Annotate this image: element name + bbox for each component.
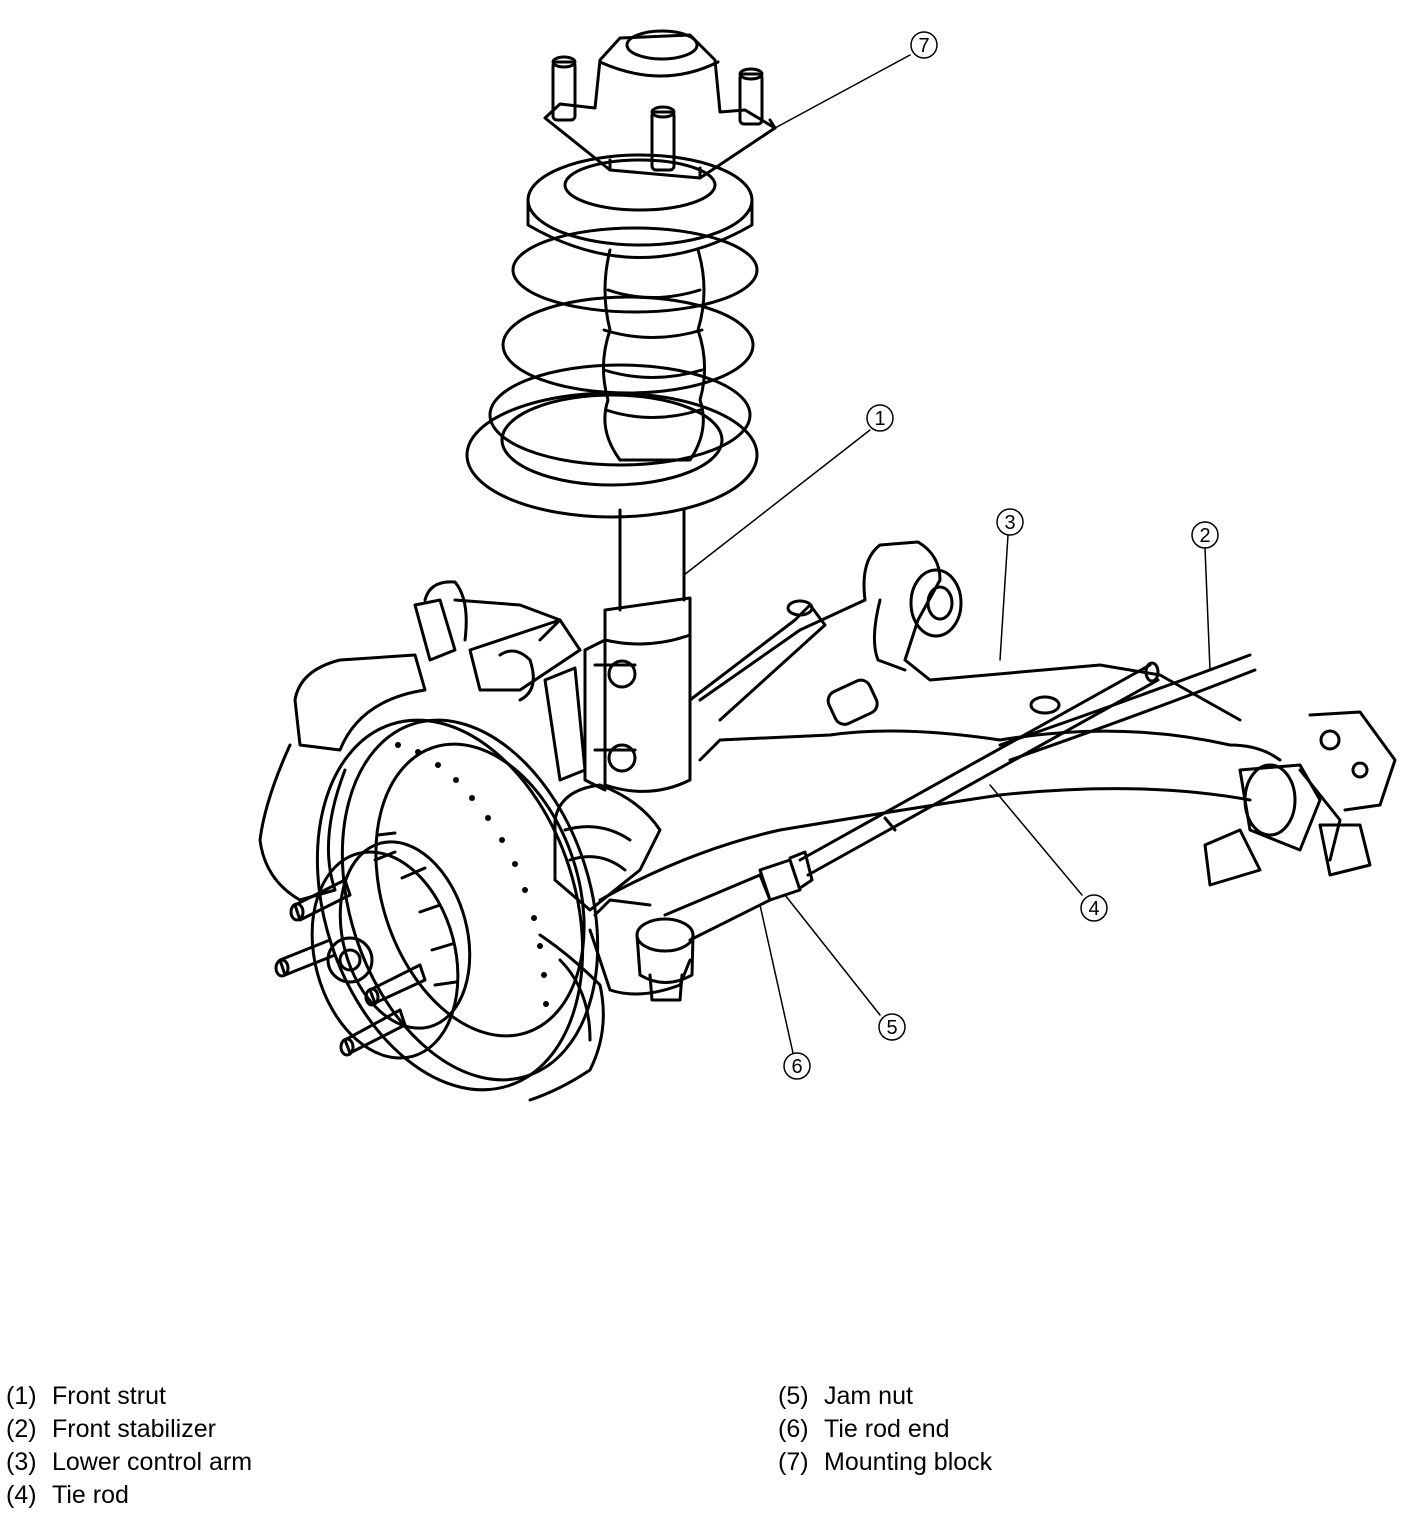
- legend-item-front-strut: (1) Front strut: [6, 1380, 252, 1413]
- upper-spring-seat: [526, 153, 754, 259]
- callout-1-label: 1: [874, 408, 885, 430]
- legend-number: (5): [778, 1382, 809, 1410]
- callout-2: [1191, 521, 1219, 549]
- legend-number: (7): [778, 1448, 809, 1476]
- brake-caliper: [258, 580, 587, 902]
- legend-number: (6): [778, 1415, 809, 1443]
- legend-number: (3): [6, 1448, 37, 1476]
- callout-1: [866, 404, 894, 432]
- callout-6-label: 6: [791, 1056, 802, 1078]
- suspension-diagram: 7 1 3 2 4 5 6: [258, 29, 1397, 1102]
- legend-number: (4): [6, 1481, 37, 1509]
- legend-item-front-stabilizer: (2) Front stabilizer: [6, 1413, 252, 1446]
- legend-number: (1): [6, 1382, 37, 1410]
- coil-spring: [488, 226, 759, 467]
- leader-lines: [683, 54, 1211, 1054]
- legend-item-mounting-block: (7) Mounting block: [778, 1446, 992, 1479]
- legend-label: Lower control arm: [52, 1448, 253, 1476]
- legend-label: Tie rod: [52, 1481, 129, 1509]
- lower-spring-seat: [465, 391, 759, 519]
- callout-7-label: 7: [918, 35, 929, 57]
- legend-left: (1) Front strut (2) Front stabilizer (3) Lo…: [6, 1380, 252, 1512]
- callout-4: [1080, 894, 1108, 922]
- callout-5: [878, 1013, 906, 1041]
- lower-control-arm: [593, 540, 1397, 917]
- legend-item-lower-control-arm: (3) Lower control arm: [6, 1446, 252, 1479]
- legend-item-tie-rod-end: (6) Tie rod end: [778, 1413, 992, 1446]
- legend-label: Front stabilizer: [52, 1415, 216, 1443]
- tie-rod: [798, 661, 1160, 877]
- callout-3: [996, 508, 1024, 536]
- legend-item-tie-rod: (4) Tie rod: [6, 1479, 252, 1512]
- callout-7: [910, 31, 938, 59]
- steering-knuckle: [553, 783, 692, 996]
- front-stabilizer: [998, 653, 1257, 762]
- callout-2-label: 2: [1199, 525, 1210, 547]
- callout-6: [783, 1052, 811, 1080]
- legend-label: Jam nut: [824, 1382, 913, 1410]
- legend-label: Mounting block: [824, 1448, 993, 1476]
- legend-right: (5) Jam nut (6) Tie rod end (7) Mounting bl…: [778, 1380, 992, 1479]
- callout-4-label: 4: [1088, 898, 1099, 920]
- tie-rod-end: [635, 873, 772, 1002]
- front-strut: [583, 508, 692, 793]
- legend-item-jam-nut: (5) Jam nut: [778, 1380, 992, 1413]
- wheel-hub: [274, 831, 472, 1060]
- legend-number: (2): [6, 1415, 37, 1443]
- callout-3-label: 3: [1004, 512, 1015, 534]
- legend-label: Tie rod end: [824, 1415, 950, 1443]
- callout-5-label: 5: [886, 1017, 897, 1039]
- brake-disc: [315, 718, 605, 1102]
- bump-stop: [601, 248, 707, 462]
- legend-label: Front strut: [52, 1382, 166, 1410]
